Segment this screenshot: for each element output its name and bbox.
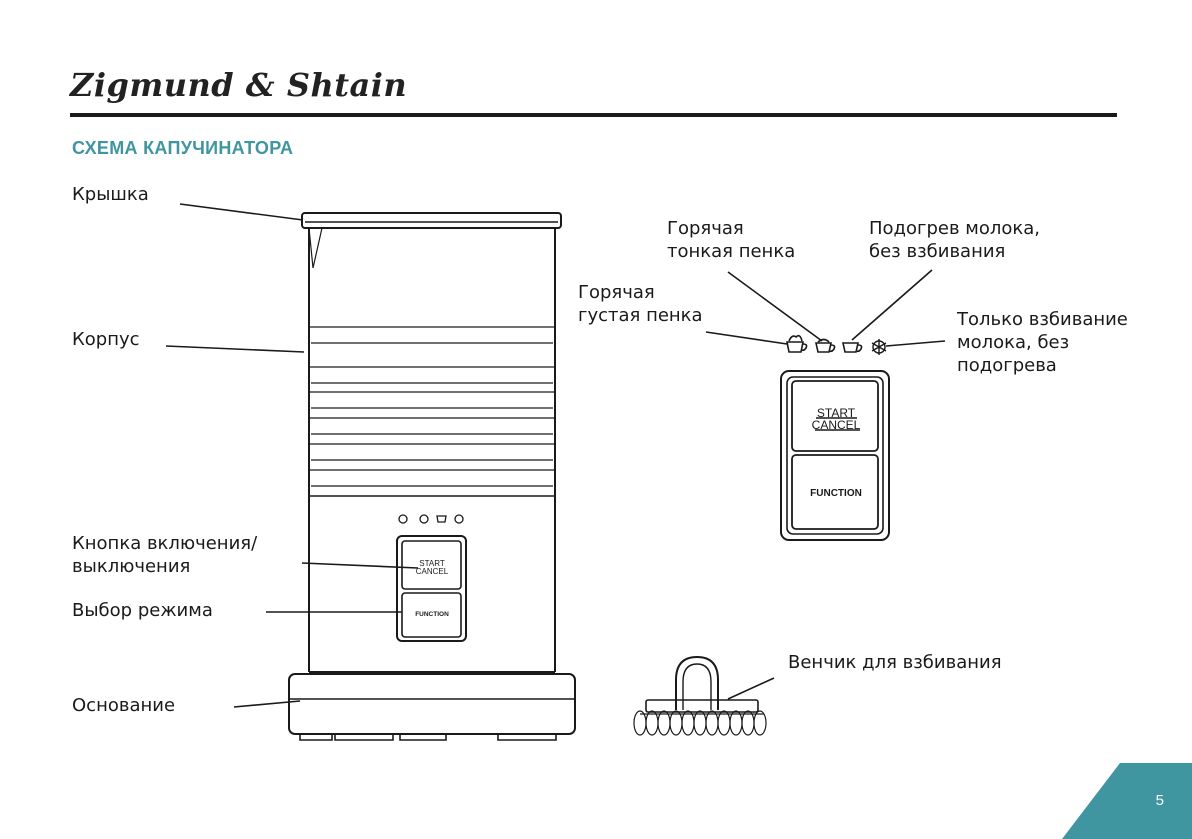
page-number: 5	[1156, 792, 1164, 809]
frother-body	[309, 228, 555, 672]
page-corner	[1062, 763, 1192, 839]
leader-lid	[180, 204, 303, 220]
leader-heat	[852, 270, 932, 340]
control-panel-enlarged	[781, 371, 889, 540]
leader-base	[234, 701, 300, 707]
body-indicator-icons	[399, 515, 463, 523]
function-label: FUNCTION	[810, 488, 862, 499]
body-button-panel	[397, 536, 466, 641]
leader-whip-only	[886, 341, 945, 346]
leader-thin-foam	[728, 272, 822, 341]
frother-lid	[302, 213, 561, 268]
frother-base	[289, 674, 575, 740]
thin-foam-cup-icon	[816, 340, 835, 353]
small-cancel-label: CANCEL	[416, 567, 449, 576]
heat-cup-icon	[843, 343, 862, 352]
leader-thick-foam	[706, 332, 787, 344]
whisk-snowflake-icon	[872, 339, 886, 355]
leader-power	[302, 563, 418, 568]
small-function-label: FUNCTION	[415, 611, 449, 618]
leader-whisk	[728, 678, 774, 699]
leader-body	[166, 346, 304, 352]
whisk-attachment	[634, 657, 766, 735]
thick-foam-cup-icon	[787, 336, 807, 352]
cancel-label: CANCEL	[812, 418, 861, 432]
